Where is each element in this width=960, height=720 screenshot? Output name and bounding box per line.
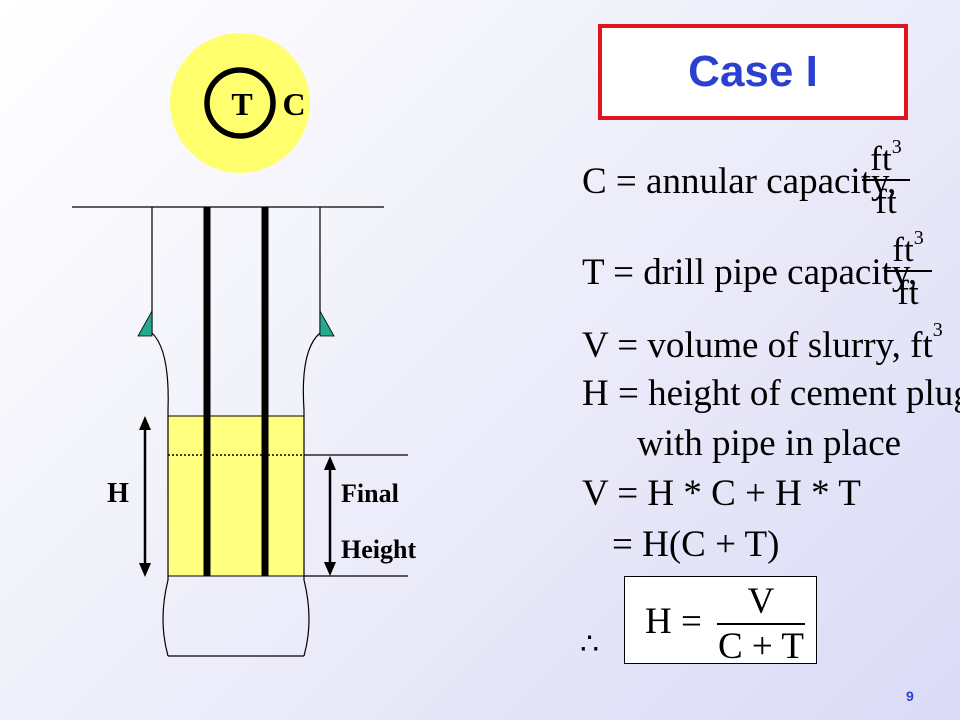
slide-title: Case I: [688, 47, 818, 96]
final-height-arrow-head-top: [324, 456, 336, 470]
final-label: Final: [341, 479, 399, 508]
result-fraction: V C + T: [717, 583, 805, 665]
cross-section-outer: [170, 33, 310, 173]
def-h-line2: with pipe in place: [637, 423, 902, 464]
def-v-text: V = volume of slurry, ft: [582, 325, 933, 366]
def-v: V = volume of slurry, ft3: [582, 320, 943, 366]
def-t-fraction-bar: [884, 270, 932, 272]
def-t-unit-den: ft: [897, 273, 919, 312]
def-h-line1: H = height of cement plug: [582, 373, 960, 414]
casing-shoe-right: [319, 309, 335, 337]
cross-section-c-label: C: [282, 86, 305, 122]
def-c-fraction-bar: [862, 179, 910, 181]
final-height-arrow-head-bottom: [324, 562, 336, 576]
result-lhs: H =: [645, 601, 702, 642]
def-v-exponent: 3: [932, 318, 943, 341]
def-c-unit-den: ft: [875, 182, 897, 221]
height-label: Height: [341, 535, 416, 564]
def-c-units: ft3 ft: [862, 136, 910, 221]
casing-right: [302, 207, 321, 657]
result-fraction-bar: [717, 623, 805, 625]
result-numerator: V: [747, 581, 775, 622]
def-t-unit-num: ft3: [892, 227, 924, 269]
cross-section-pipe: [204, 67, 276, 139]
h-label: H: [107, 478, 129, 509]
cement-plug: [167, 415, 305, 577]
therefore-symbol: ∴: [580, 628, 600, 661]
def-c-unit-num: ft3: [870, 136, 902, 178]
equation-1: V = H * C + H * T: [582, 473, 861, 514]
result-denominator: C + T: [718, 626, 804, 667]
result-box: H = V C + T: [624, 576, 817, 665]
cross-section-t-label: T: [231, 86, 252, 122]
title-box: Case I: [598, 24, 908, 120]
def-t: T = drill pipe capacity,: [582, 252, 918, 293]
casing-shoe-left: [137, 309, 153, 337]
def-c: C = annular capacity,: [582, 161, 897, 202]
equation-2: = H(C + T): [612, 524, 780, 565]
casing-left: [151, 207, 169, 657]
def-t-units: ft3 ft: [884, 227, 932, 312]
page-number: 9: [906, 688, 914, 704]
h-arrow-head-bottom: [139, 563, 151, 577]
h-arrow-head-top: [139, 416, 151, 430]
